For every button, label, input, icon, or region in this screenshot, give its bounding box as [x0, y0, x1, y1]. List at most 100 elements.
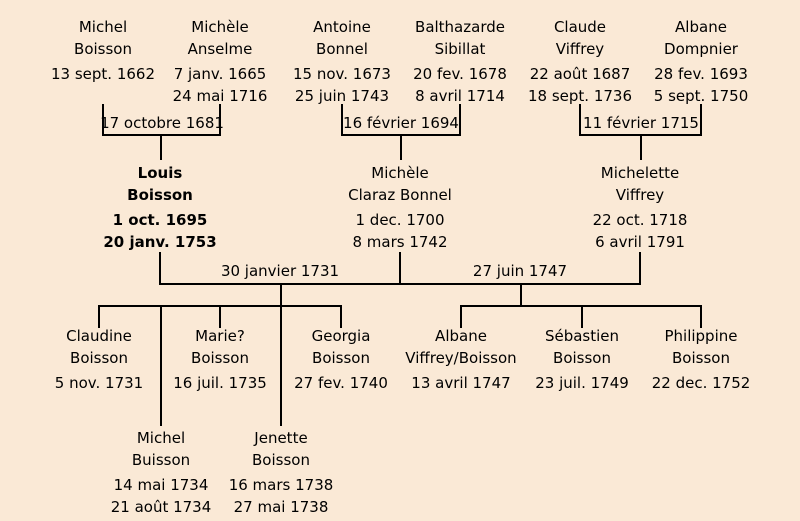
- descent-line: [280, 307, 282, 426]
- death-date: 21 août 1734: [110, 498, 212, 516]
- descent-line: [280, 285, 282, 307]
- person-name-line: Boisson: [70, 349, 128, 367]
- birth-date: 22 août 1687: [529, 65, 631, 83]
- descent-line: [160, 134, 162, 160]
- descent-line: [460, 307, 462, 328]
- death-date: 27 mai 1738: [233, 498, 329, 516]
- descent-line: [399, 252, 401, 285]
- descent-line: [98, 307, 100, 328]
- person-name-line: Boisson: [191, 349, 249, 367]
- person-name-line: Georgia: [311, 327, 371, 345]
- descent-line: [459, 104, 461, 136]
- death-date: 6 avril 1791: [595, 233, 685, 251]
- person-name-line: Boisson: [553, 349, 611, 367]
- birth-date: 22 dec. 1752: [651, 374, 751, 392]
- death-date: 24 mai 1716: [172, 87, 268, 105]
- descent-line: [159, 252, 161, 285]
- person-name-line: Sibillat: [434, 40, 486, 58]
- person-michele-claraz-bonnel: Michèle Claraz Bonnel 1 dec. 1700 8 mars…: [348, 162, 452, 253]
- person-name-line: Boisson: [127, 186, 193, 204]
- descent-line: [160, 307, 162, 426]
- death-date: 20 janv. 1753: [103, 233, 217, 251]
- descent-line: [581, 307, 583, 328]
- descent-line: [219, 104, 221, 136]
- person-name-line: Michèle: [191, 18, 249, 36]
- birth-date: 22 oct. 1718: [592, 211, 688, 229]
- birth-date: 16 mars 1738: [228, 476, 334, 494]
- descent-line: [219, 307, 221, 328]
- person-marie-boisson: Marie? Boisson 16 juil. 1735: [173, 325, 267, 394]
- person-name-line: Balthazarde: [415, 18, 505, 36]
- birth-date: 20 fev. 1678: [413, 65, 507, 83]
- death-date: 8 avril 1714: [415, 87, 505, 105]
- person-claude-viffrey: Claude Viffrey 22 août 1687 18 sept. 173…: [528, 16, 632, 107]
- death-date: 25 juin 1743: [294, 87, 390, 105]
- person-antoine-bonnel: Antoine Bonnel 15 nov. 1673 25 juin 1743: [293, 16, 391, 107]
- person-sebastien-boisson: Sébastien Boisson 23 juil. 1749: [535, 325, 629, 394]
- birth-date: 27 fev. 1740: [294, 374, 388, 392]
- birth-date: 23 juil. 1749: [535, 374, 629, 392]
- birth-date: 13 sept. 1662: [50, 65, 156, 83]
- person-name-line: Claudine: [66, 327, 132, 345]
- person-michelette-viffrey: Michelette Viffrey 22 oct. 1718 6 avril …: [593, 162, 688, 253]
- person-name-line: Jenette: [254, 429, 308, 447]
- person-name-line: Albane: [435, 327, 487, 345]
- descent-line: [341, 104, 343, 136]
- person-name-line: Michel: [78, 18, 128, 36]
- sibling-bar: [98, 305, 342, 307]
- person-name-line: Viffrey: [615, 186, 665, 204]
- person-claudine-boisson: Claudine Boisson 5 nov. 1731: [55, 325, 143, 394]
- birth-date: 7 janv. 1665: [173, 65, 267, 83]
- person-name-line: Boisson: [312, 349, 370, 367]
- person-name-line: Michelette: [600, 164, 680, 182]
- person-name-line: Boisson: [252, 451, 310, 469]
- person-name-line: Sébastien: [544, 327, 620, 345]
- descent-line: [700, 104, 702, 136]
- birth-date: 16 juil. 1735: [173, 374, 267, 392]
- person-name-line: Viffrey: [555, 40, 605, 58]
- person-name-line: Anselme: [187, 40, 253, 58]
- descent-line: [700, 307, 702, 328]
- marriage-date-label: 17 octobre 1681: [100, 114, 224, 132]
- person-albane-viffrey-boisson: Albane Viffrey/Boisson 13 avril 1747: [405, 325, 516, 394]
- person-michele-anselme: Michèle Anselme 7 janv. 1665 24 mai 1716: [173, 16, 268, 107]
- marriage-date-label: 16 février 1694: [343, 114, 459, 132]
- birth-date: 1 dec. 1700: [355, 211, 445, 229]
- person-name-line: Antoine: [313, 18, 371, 36]
- person-name-line: Dompnier: [664, 40, 738, 58]
- person-name-line: Claude: [553, 18, 607, 36]
- birth-date: 13 avril 1747: [411, 374, 511, 392]
- death-date: 18 sept. 1736: [527, 87, 633, 105]
- person-philippine-boisson: Philippine Boisson 22 dec. 1752: [652, 325, 751, 394]
- person-jenette-boisson: Jenette Boisson 16 mars 1738 27 mai 1738: [229, 427, 334, 518]
- person-name-line: Claraz Bonnel: [348, 186, 452, 204]
- marriage-bar: [159, 283, 641, 285]
- death-date: 5 sept. 1750: [653, 87, 749, 105]
- person-name-line: Buisson: [131, 451, 191, 469]
- sibling-bar: [460, 305, 702, 307]
- person-name-line: Boisson: [672, 349, 730, 367]
- person-name-line: Michèle: [371, 164, 429, 182]
- descent-line: [340, 307, 342, 328]
- death-date: 8 mars 1742: [352, 233, 448, 251]
- person-name-line: Bonnel: [316, 40, 368, 58]
- descent-line: [640, 134, 642, 160]
- person-name-line: Michel: [136, 429, 186, 447]
- birth-date: 5 nov. 1731: [54, 374, 144, 392]
- person-name-line: Louis: [137, 164, 183, 182]
- descent-line: [639, 252, 641, 285]
- person-name-line: Marie?: [195, 327, 245, 345]
- person-name-line: Philippine: [664, 327, 738, 345]
- person-name-line: Boisson: [74, 40, 132, 58]
- birth-date: 14 mai 1734: [113, 476, 209, 494]
- marriage-date-label: 30 janvier 1731: [220, 262, 340, 280]
- birth-date: 1 oct. 1695: [112, 211, 208, 229]
- person-balthazarde-sibillat: Balthazarde Sibillat 20 fev. 1678 8 avri…: [413, 16, 507, 107]
- person-name-line: Viffrey/Boisson: [405, 349, 517, 367]
- marriage-date-label: 27 juin 1747: [472, 262, 568, 280]
- person-michel-buisson: Michel Buisson 14 mai 1734 21 août 1734: [111, 427, 212, 518]
- descent-line: [400, 134, 402, 160]
- birth-date: 28 fev. 1693: [654, 65, 748, 83]
- person-name-line: Albane: [675, 18, 727, 36]
